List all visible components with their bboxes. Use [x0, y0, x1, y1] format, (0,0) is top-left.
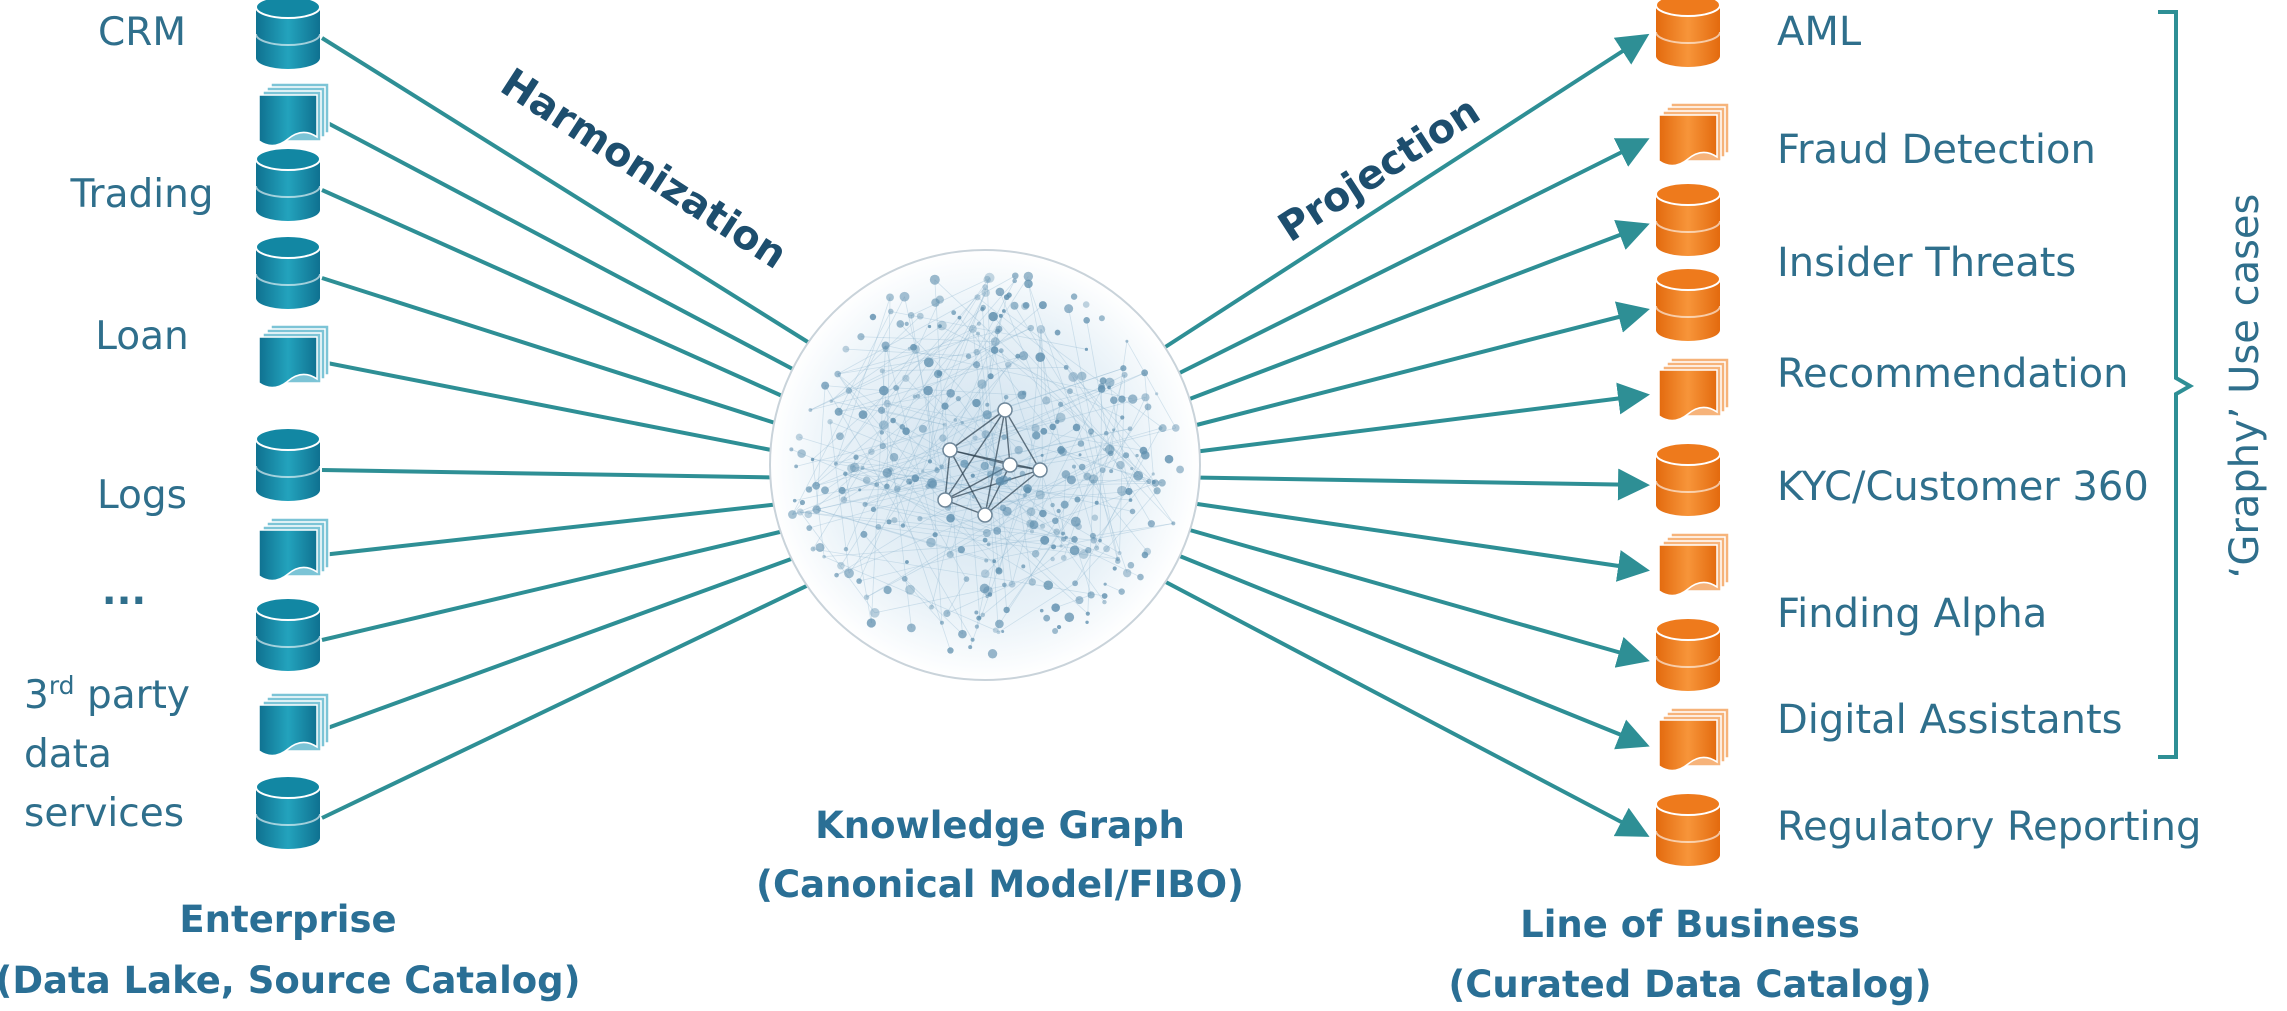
- target-label-kyc: KYC/Customer 360: [1777, 464, 2149, 510]
- source-label-third-party-line1: 3rd party: [24, 671, 190, 718]
- target-icons: [1655, 0, 1730, 866]
- document-stack-icon: [258, 324, 330, 389]
- harmonization-connector: [321, 360, 777, 453]
- database-icon: [1655, 267, 1721, 341]
- harmonization-connector: [321, 555, 798, 732]
- document-stack-icon: [258, 82, 330, 147]
- document-stack-icon: [1658, 102, 1730, 167]
- projection-arrow: [1190, 501, 1650, 582]
- harmonization-connector: [321, 118, 799, 374]
- projection-arrow: [1160, 577, 1650, 837]
- source-label-third-party-line3: services: [24, 791, 184, 836]
- source-label-trading: Trading: [69, 172, 213, 217]
- document-stack-icon: [1658, 357, 1730, 422]
- harmonization-connector: [321, 581, 813, 820]
- database-icon: [1655, 617, 1721, 691]
- harmonization-connector: [321, 468, 777, 480]
- knowledge-graph-caption-line2: (Canonical Model/FIBO): [756, 863, 1244, 906]
- harmonization-connector: [321, 528, 787, 642]
- projection-arrow: [1183, 220, 1650, 403]
- target-label-insider-threats: Insider Threats: [1777, 240, 2076, 286]
- source-label-crm: CRM: [98, 10, 186, 55]
- third-party-rest: party: [75, 673, 190, 718]
- harmonization-connectors: [320, 36, 814, 820]
- document-stack-icon: [1658, 532, 1730, 597]
- use-cases-brace: [2158, 10, 2195, 759]
- harmonization-connector: [321, 188, 788, 400]
- projection-label: Projection: [1270, 88, 1488, 252]
- harmonization-connector: [320, 36, 814, 347]
- source-label-third-party-line2: data: [24, 732, 112, 777]
- enterprise-caption-line2: (Data Lake, Source Catalog): [0, 959, 581, 1002]
- database-icon: [255, 235, 321, 309]
- target-label-aml: AML: [1777, 9, 1862, 55]
- third-party-prefix: 3: [24, 673, 49, 718]
- target-label-regulatory-reporting: Regulatory Reporting: [1777, 804, 2201, 850]
- database-icon: [1655, 442, 1721, 516]
- projection-arrow: [1159, 33, 1650, 352]
- knowledge-graph-caption-line1: Knowledge Graph: [815, 804, 1185, 847]
- projection-connectors: [1159, 33, 1650, 837]
- harmonization-connector: [321, 502, 780, 557]
- target-label-fraud-detection: Fraud Detection: [1777, 127, 2096, 173]
- database-icon: [255, 775, 321, 849]
- harmonization-label: Harmonization: [493, 60, 795, 279]
- projection-arrow: [1173, 138, 1650, 378]
- graphy-use-cases-label: ‘Graphy’ Use cases: [2222, 194, 2268, 579]
- line-of-business-caption-line1: Line of Business: [1520, 903, 1860, 946]
- projection-arrow: [1183, 526, 1650, 668]
- projection-arrow: [1193, 468, 1650, 501]
- database-icon: [255, 0, 321, 69]
- document-stack-icon: [258, 517, 330, 582]
- source-label-ellipsis: ...: [102, 569, 146, 614]
- database-icon: [1655, 182, 1721, 256]
- database-icon: [255, 147, 321, 221]
- target-label-recommendation: Recommendation: [1777, 351, 2128, 397]
- third-party-superscript: rd: [49, 671, 75, 700]
- document-stack-icon: [1658, 707, 1730, 772]
- database-icon: [255, 427, 321, 501]
- document-stack-icon: [258, 692, 330, 757]
- projection-arrow: [1190, 301, 1650, 429]
- enterprise-caption-line1: Enterprise: [179, 898, 396, 941]
- database-icon: [255, 597, 321, 671]
- target-label-finding-alpha: Finding Alpha: [1777, 591, 2047, 637]
- database-icon: [1655, 792, 1721, 866]
- database-icon: [1655, 0, 1721, 67]
- target-label-digital-assistants: Digital Assistants: [1777, 697, 2123, 743]
- source-label-loan: Loan: [95, 314, 189, 359]
- projection-arrow: [1173, 552, 1650, 750]
- line-of-business-caption-line2: (Curated Data Catalog): [1448, 963, 1931, 1006]
- knowledge-graph-visual: [769, 249, 1201, 681]
- source-label-logs: Logs: [97, 473, 187, 518]
- source-icons: [255, 0, 330, 849]
- harmonization-connector: [321, 276, 781, 427]
- projection-arrow: [1193, 382, 1650, 454]
